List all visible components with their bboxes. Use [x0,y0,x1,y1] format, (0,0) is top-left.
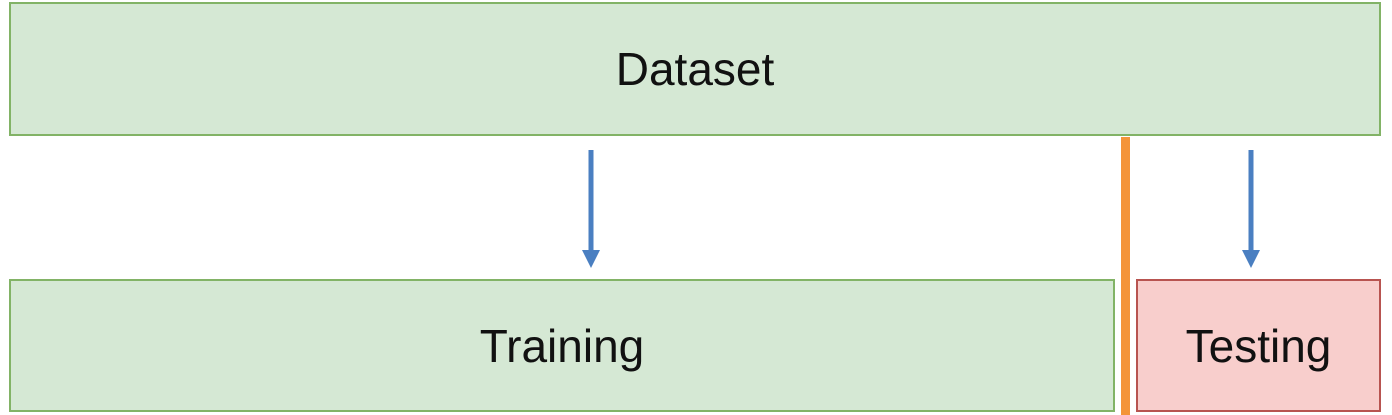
testing-box: Testing [1136,279,1381,412]
training-label: Training [479,319,645,372]
testing-label: Testing [1185,319,1332,372]
dataset-box: Dataset [9,2,1381,136]
dataset-label: Dataset [615,43,775,95]
training-box: Training [9,279,1115,412]
split-divider-line [1121,137,1130,415]
arrow-to-testing [1242,150,1260,268]
arrow-to-training [582,150,600,268]
